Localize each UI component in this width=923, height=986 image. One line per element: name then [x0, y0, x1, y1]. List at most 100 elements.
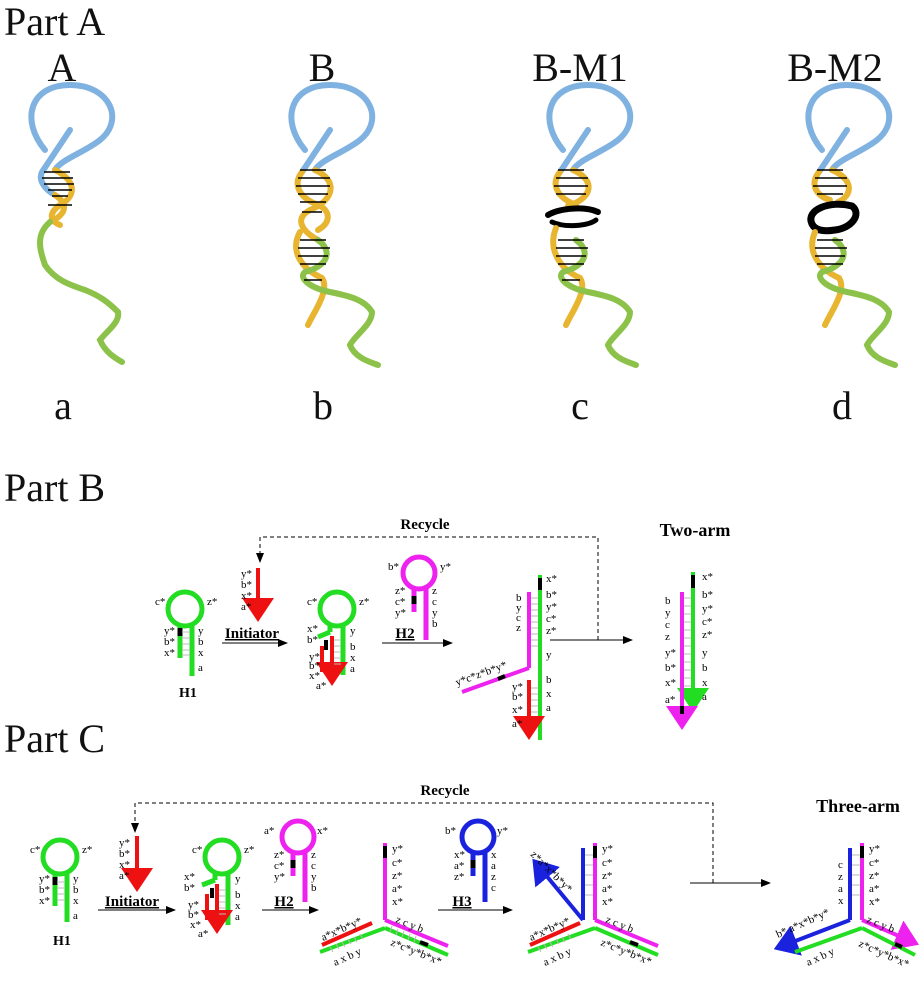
- b-c1-r0: y: [350, 625, 356, 637]
- b-i-r1: b*: [546, 589, 557, 601]
- b-init-d2: x*: [241, 590, 252, 602]
- c-h3-r3: c: [491, 882, 496, 894]
- c-i2-r1: c*: [602, 857, 612, 869]
- c-h2-r1: c: [311, 860, 316, 872]
- part-c-recycle-label: Recycle: [420, 783, 469, 799]
- c-i1-bot-bot: a x b y: [331, 946, 363, 969]
- part-c-recycle-path: [131, 802, 714, 883]
- c-h2-r3: b: [311, 882, 317, 894]
- b-h1-stem-r2: x: [198, 647, 204, 659]
- panel-a-sublabel: a: [54, 383, 72, 428]
- b-c1-r1: b: [350, 641, 356, 653]
- c-h3-l2: z*: [454, 871, 464, 883]
- c-t-r4: x*: [869, 896, 880, 908]
- c-i1-r0: y*: [392, 843, 403, 855]
- c-h1-r3: a: [73, 910, 78, 922]
- b-h1-loop-left: c*: [155, 596, 165, 608]
- c-i2-r4: x*: [602, 896, 613, 908]
- b-c1-l1: b*: [307, 634, 318, 646]
- b-i-l6: x*: [512, 704, 523, 716]
- c-h1-l0: y*: [39, 873, 50, 885]
- c-c1-l0: x*: [184, 871, 195, 883]
- c-t-bl0: c: [838, 859, 843, 871]
- b-c1-loop-left: c*: [307, 596, 317, 608]
- b-t-l2: c: [665, 619, 670, 631]
- c-c1-r1: b: [235, 889, 241, 901]
- c-h2-l1: c*: [274, 860, 284, 872]
- c-c1-r0: y: [235, 873, 241, 885]
- c-h3-loop-left: b*: [445, 825, 456, 837]
- b-c1-l0: x*: [307, 623, 318, 635]
- c-i1-r2: z*: [392, 870, 402, 882]
- c-init-d1: b*: [119, 848, 130, 860]
- b-c1-l5: a*: [316, 680, 326, 692]
- c-t-r2: z*: [869, 870, 879, 882]
- part-c-result-label: Three-arm: [816, 796, 900, 816]
- part-c-title: Part C: [4, 716, 106, 761]
- part-a-title: Part A: [4, 0, 106, 44]
- c-t-left: b* a*x*b*y*: [774, 907, 831, 941]
- panel-d-sublabel: d: [832, 383, 852, 428]
- b-c1-r2: x: [350, 652, 356, 664]
- c-c1-l5: a*: [198, 928, 208, 940]
- b-t-l7: a*: [665, 694, 675, 706]
- b-h2-r0: z: [432, 585, 437, 597]
- b-t-l6: x*: [665, 677, 676, 689]
- c-h3-r1: a: [491, 860, 496, 872]
- b-h1-stem-r3: a: [198, 662, 203, 674]
- b-h2-l0: z*: [395, 585, 405, 597]
- b-h1-stem-l1: b*: [164, 636, 175, 648]
- c-h1-label: H1: [53, 934, 71, 949]
- c-i2-r2: z*: [602, 870, 612, 882]
- b-h2-r3: b: [432, 618, 438, 630]
- b-t-r8: a: [702, 691, 707, 703]
- c-h1-r1: b: [73, 884, 79, 896]
- c-t-r0: y*: [869, 843, 880, 855]
- c-h3-r2: z: [491, 871, 496, 883]
- b-i-l1: y: [516, 602, 522, 614]
- c-h1-r2: x: [73, 895, 79, 907]
- c-c1-r3: a: [235, 911, 240, 923]
- c-i2-r0: y*: [602, 843, 613, 855]
- c-h2-loop-left: a*: [264, 825, 274, 837]
- c-h3-r0: x: [491, 849, 497, 861]
- part-c-three-arm-product: [773, 843, 920, 957]
- c-i2-blue-diag: z*a*x*b*y*: [528, 849, 575, 896]
- b-i-l0: b: [516, 592, 522, 604]
- b-h2-loop-right: y*: [440, 561, 451, 573]
- b-init-d1: b*: [241, 579, 252, 591]
- molecule-b-m2: [805, 81, 898, 368]
- c-h3-loop-right: y*: [497, 825, 508, 837]
- b-i-r0: x*: [546, 573, 557, 585]
- c-h1-loop-left: c*: [30, 844, 40, 856]
- b-t-l5: b*: [665, 662, 676, 674]
- c-h3-l1: a*: [454, 860, 464, 872]
- part-b-recycle-label: Recycle: [400, 517, 449, 533]
- b-t-l3: z: [665, 631, 670, 643]
- part-b-recycle-path: [256, 536, 599, 640]
- b-c1-l3: b*: [309, 660, 320, 672]
- b-t-r6: b: [702, 662, 708, 674]
- part-c-h1-initiator-complex: [201, 837, 242, 934]
- b-c1-r3: a: [350, 663, 355, 675]
- c-c1-loop-right: z*: [244, 844, 254, 856]
- b-i-r7: x: [546, 688, 552, 700]
- b-t-r4: z*: [702, 629, 712, 641]
- c-c1-l4: x*: [190, 919, 201, 931]
- part-c-intermediate-2: [527, 843, 659, 957]
- c-init-d3: a*: [119, 870, 129, 882]
- b-i-l4: y*: [512, 681, 523, 693]
- c-h2-l2: y*: [274, 871, 285, 883]
- b-h1-stem-r1: b: [198, 636, 204, 648]
- c-h1-l2: x*: [39, 895, 50, 907]
- b-h1-stem-l2: x*: [164, 647, 175, 659]
- part-b-result-label: Two-arm: [660, 520, 731, 540]
- c-h2-loop-right: x*: [317, 825, 328, 837]
- b-init-d0: y*: [241, 568, 252, 580]
- c-h1-l1: b*: [39, 884, 50, 896]
- panel-bm2-title: B-M2: [787, 45, 883, 90]
- b-h1-stem-r0: y: [198, 625, 204, 637]
- b-t-r2: y*: [702, 603, 713, 615]
- c-init-d0: y*: [119, 837, 130, 849]
- b-h2-r1: c: [432, 596, 437, 608]
